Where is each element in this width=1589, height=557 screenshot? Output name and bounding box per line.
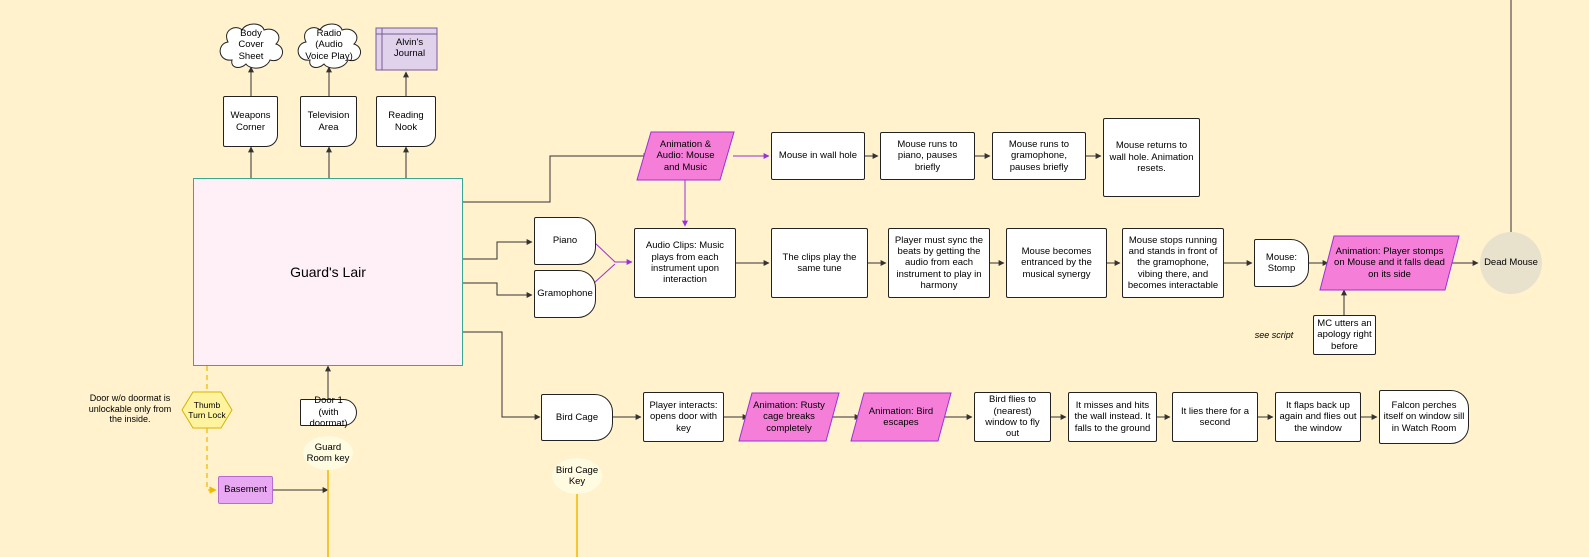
- anim-player-stomps[interactable]: Animation: Player stomps on Mouse and it…: [1334, 245, 1445, 280]
- alvins-journal[interactable]: Alvin's Journal: [393, 36, 426, 59]
- guards-lair-node[interactable]: Guard's Lair: [193, 178, 463, 366]
- mouse-runs-gramophone[interactable]: Mouse runs to gramophone, pauses briefly: [992, 132, 1086, 180]
- cloud-body-cover: [219, 23, 284, 69]
- clips-same-tune[interactable]: The clips play the same tune: [771, 228, 868, 298]
- parallelogram-anim-cage: [738, 392, 840, 442]
- bird-cage-key[interactable]: Bird Cage Key: [552, 458, 602, 494]
- player-opens-door[interactable]: Player interacts: opens door with key: [643, 392, 724, 442]
- parallelogram-anim-stomp: [1319, 235, 1460, 291]
- radio-audio[interactable]: Radio (Audio Voice Play): [305, 27, 353, 62]
- anim-cage-breaks[interactable]: Animation: Rusty cage breaks completely: [753, 399, 825, 434]
- gramophone-node[interactable]: Gramophone: [534, 270, 596, 318]
- mouse-in-wall-hole[interactable]: Mouse in wall hole: [771, 132, 865, 180]
- see-script-note: see script: [1254, 329, 1294, 340]
- bird-flaps-out[interactable]: It flaps back up again and flies out the…: [1275, 392, 1361, 442]
- weapons-corner[interactable]: Weapons Corner: [223, 96, 278, 147]
- anim-mouse-music[interactable]: Animation & Audio: Mouse and Music: [656, 138, 715, 173]
- television-area[interactable]: Television Area: [300, 96, 357, 147]
- door-note: Door w/o doormat is unlockable only from…: [88, 392, 172, 425]
- bird-hits-wall[interactable]: It misses and hits the wall instead. It …: [1068, 392, 1157, 442]
- mc-apology[interactable]: MC utters an apology right before: [1313, 315, 1376, 355]
- parallelogram-anim-mouse: [636, 131, 735, 181]
- player-sync-beats[interactable]: Player must sync the beats by getting th…: [888, 228, 990, 298]
- cloud-radio: [297, 23, 362, 69]
- parallelogram-anim-bird: [850, 392, 952, 442]
- mouse-stomp[interactable]: Mouse: Stomp: [1254, 239, 1309, 287]
- thumb-turn-hexagon: [181, 391, 233, 429]
- door-1[interactable]: Door 1 (with doormat): [300, 395, 357, 429]
- basement[interactable]: Basement: [218, 476, 273, 504]
- audio-clips[interactable]: Audio Clips: Music plays from each instr…: [634, 228, 736, 298]
- journal-box: [375, 27, 438, 71]
- mouse-stops-running[interactable]: Mouse stops running and stands in front …: [1122, 228, 1224, 298]
- thumb-turn-lock[interactable]: Thumb Turn Lock: [188, 399, 226, 420]
- piano-node[interactable]: Piano: [534, 217, 596, 265]
- bird-flies-window[interactable]: Bird flies to (nearest) window to fly ou…: [974, 392, 1051, 442]
- bird-lies-there[interactable]: It lies there for a second: [1172, 392, 1258, 442]
- mouse-entranced[interactable]: Mouse becomes entranced by the musical s…: [1006, 228, 1107, 298]
- dead-mouse[interactable]: Dead Mouse: [1480, 232, 1542, 294]
- body-cover-sheet[interactable]: Body Cover Sheet: [238, 27, 264, 62]
- guard-room-key[interactable]: Guard Room key: [303, 436, 353, 470]
- bird-cage[interactable]: Bird Cage: [541, 394, 613, 441]
- reading-nook[interactable]: Reading Nook: [376, 96, 436, 147]
- falcon-perches[interactable]: Falcon perches itself on window sill in …: [1379, 390, 1469, 444]
- mouse-runs-piano[interactable]: Mouse runs to piano, pauses briefly: [880, 132, 975, 180]
- anim-bird-escapes[interactable]: Animation: Bird escapes: [868, 405, 934, 428]
- mouse-returns[interactable]: Mouse returns to wall hole. Animation re…: [1103, 118, 1200, 197]
